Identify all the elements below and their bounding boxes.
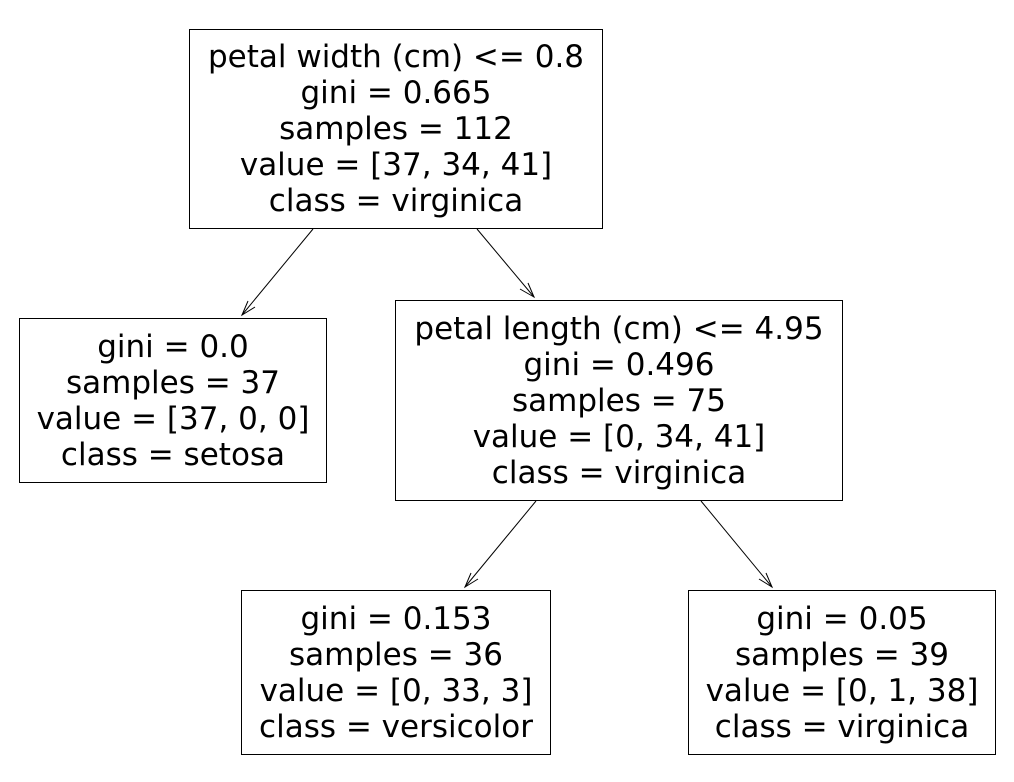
edge-split-to-virginica-leaf: [700, 500, 773, 588]
predicted-class: class = virginica: [491, 454, 747, 491]
samples-count: samples = 36: [289, 636, 503, 673]
class-distribution: value = [0, 34, 41]: [472, 418, 766, 455]
split-condition: petal width (cm) <= 0.8: [207, 39, 585, 75]
petal-length-split-node: petal length (cm) <= 4.95 gini = 0.496 s…: [395, 300, 843, 501]
gini-value: gini = 0.0: [97, 328, 249, 365]
gini-value: gini = 0.496: [523, 346, 715, 383]
samples-count: samples = 37: [66, 364, 280, 401]
predicted-class: class = versicolor: [259, 708, 533, 745]
split-condition: petal length (cm) <= 4.95: [414, 310, 824, 347]
class-distribution: value = [0, 1, 38]: [705, 672, 979, 709]
edge-root-to-petal-length-split: [476, 228, 535, 298]
arrowhead-petal-length-split: [519, 282, 536, 299]
class-distribution: value = [0, 33, 3]: [259, 672, 533, 709]
virginica-leaf-node: gini = 0.05 samples = 39 value = [0, 1, …: [688, 590, 996, 755]
arrowhead-virginica-leaf: [758, 572, 774, 589]
class-distribution: value = [37, 0, 0]: [36, 400, 310, 437]
gini-value: gini = 0.05: [756, 600, 928, 637]
predicted-class: class = virginica: [714, 708, 970, 745]
samples-count: samples = 112: [279, 111, 513, 147]
predicted-class: class = setosa: [60, 436, 286, 473]
class-distribution: value = [37, 34, 41]: [239, 147, 553, 183]
root-split-node: petal width (cm) <= 0.8 gini = 0.665 sam…: [189, 29, 603, 229]
gini-value: gini = 0.153: [300, 600, 492, 637]
edge-root-to-setosa-leaf: [241, 228, 314, 316]
predicted-class: class = virginica: [268, 183, 524, 219]
setosa-leaf-node: gini = 0.0 samples = 37 value = [37, 0, …: [19, 318, 327, 483]
samples-count: samples = 75: [512, 382, 726, 419]
arrowhead-setosa-leaf: [240, 300, 256, 317]
samples-count: samples = 39: [735, 636, 949, 673]
gini-value: gini = 0.665: [300, 75, 492, 111]
versicolor-leaf-node: gini = 0.153 samples = 36 value = [0, 33…: [241, 590, 551, 755]
arrowhead-versicolor-leaf: [463, 572, 479, 589]
edge-split-to-versicolor-leaf: [464, 500, 537, 588]
